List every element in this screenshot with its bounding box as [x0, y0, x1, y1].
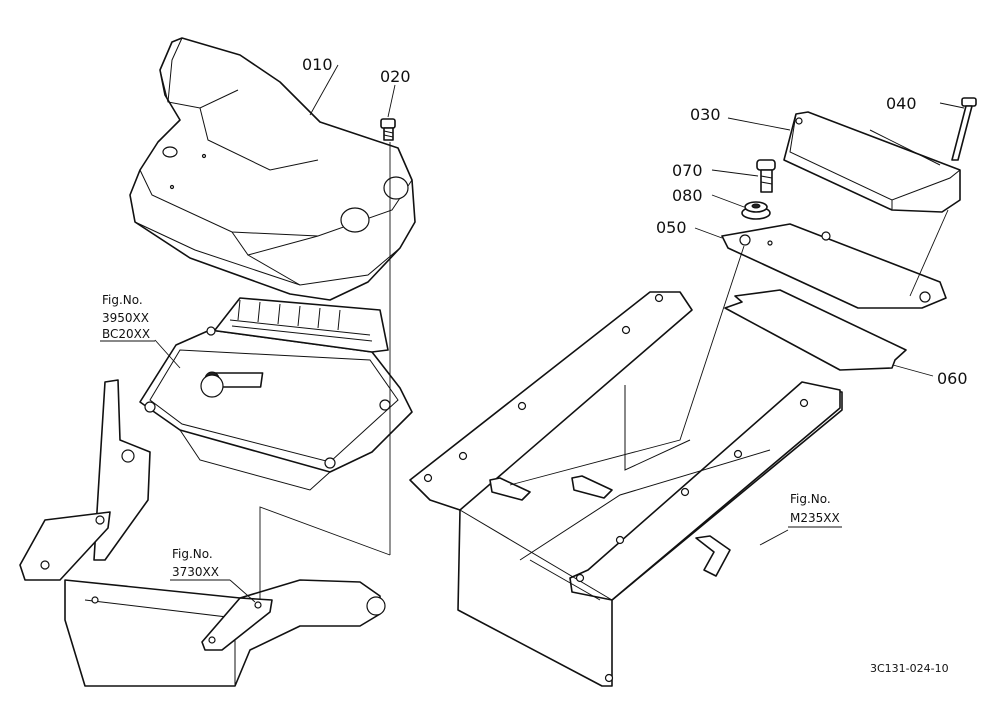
part-030-controller-box[interactable] [783, 111, 961, 213]
callout-060: 060 [937, 369, 968, 388]
part-020-bolt[interactable] [380, 118, 396, 141]
callout-020: 020 [380, 67, 411, 86]
fig-ref-ecu-line3: BC20XX [102, 327, 150, 341]
fig-ref-ecu-line2: 3950XX [102, 311, 149, 325]
callout-030: 030 [690, 105, 721, 124]
fig-ref-tray[interactable]: Fig.No. M235XX [788, 492, 842, 528]
fig-ref-tray-line1: Fig.No. [790, 492, 831, 506]
part-080-grommet[interactable] [741, 201, 771, 220]
fig-ref-bracket[interactable]: Fig.No. 3730XX [170, 547, 230, 581]
leader-lines [154, 64, 965, 603]
part-050-mounting-plate[interactable] [721, 223, 947, 309]
support-tray[interactable] [409, 291, 843, 687]
callout-080: 080 [672, 186, 703, 205]
part-070-screw[interactable] [756, 159, 776, 193]
fig-ref-tray-line2: M235XX [790, 511, 840, 525]
drawing-id: 3C131-024-10 [870, 662, 949, 675]
mounting-bracket-frame[interactable] [19, 379, 386, 687]
fig-ref-bracket-line1: Fig.No. [172, 547, 213, 561]
callout-050: 050 [656, 218, 687, 237]
part-040-long-bolt[interactable] [951, 97, 977, 161]
callout-040: 040 [886, 94, 917, 113]
fig-ref-ecu[interactable]: Fig.No. 3950XX BC20XX [100, 293, 155, 342]
part-060-rubber-sheet[interactable] [724, 289, 907, 371]
callout-070: 070 [672, 161, 703, 180]
fig-ref-ecu-line1: Fig.No. [102, 293, 143, 307]
callout-010: 010 [302, 55, 333, 74]
part-010-ecu-cover[interactable] [129, 37, 416, 301]
fig-ref-bracket-line2: 3730XX [172, 565, 219, 579]
ecu-unit[interactable] [139, 297, 413, 491]
